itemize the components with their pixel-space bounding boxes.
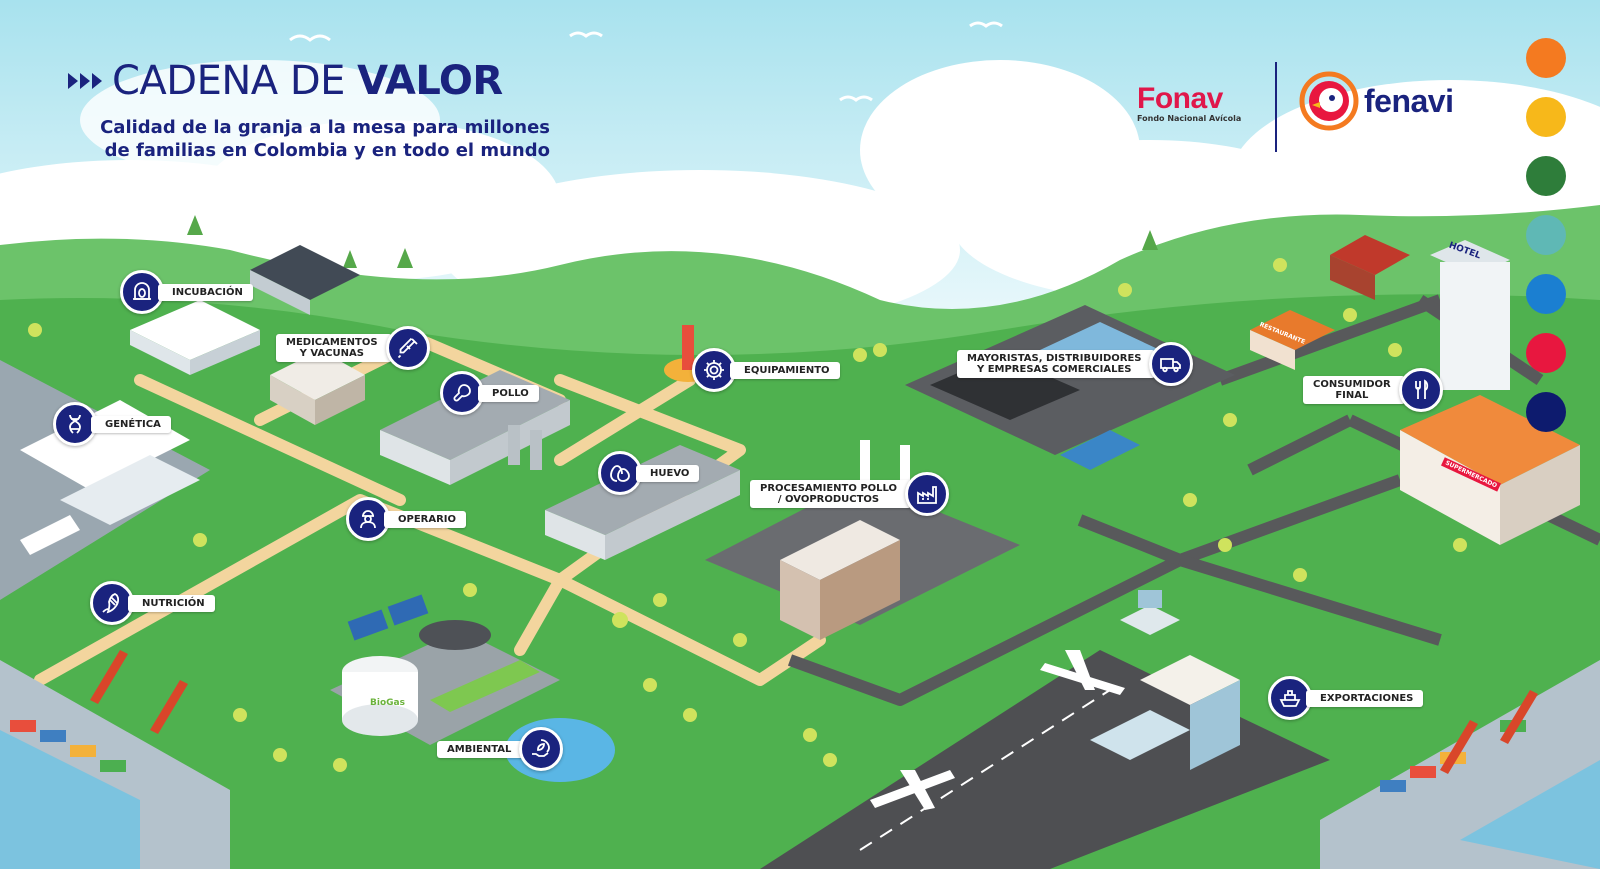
node-label: POLLO [478, 384, 539, 402]
node-medicamentos[interactable]: MEDICAMENTOS Y VACUNAS [276, 326, 430, 370]
airport-buildings [1090, 590, 1240, 770]
egg-icon [598, 451, 642, 495]
corn-icon [90, 581, 134, 625]
node-label: INCUBACIÓN [158, 283, 253, 301]
biogas-plant [330, 594, 560, 745]
birds [289, 21, 1003, 102]
node-consumidor[interactable]: CONSUMIDOR FINAL [1303, 368, 1443, 412]
page-subtitle: Calidad de la granja a la mesa para mill… [68, 116, 558, 162]
consumer-buildings [1250, 235, 1580, 545]
header: CADENA DE VALOR Calidad de la granja a l… [68, 58, 558, 162]
fonav-name: Fonav [1137, 82, 1223, 115]
node-procesamiento[interactable]: PROCESAMIENTO POLLO / OVOPRODUCTOS [750, 472, 950, 516]
node-exportaciones[interactable]: EXPORTACIONES [1268, 676, 1424, 720]
partner-logos: Fonav Fondo Nacional Avícola fenavi [1130, 62, 1480, 152]
node-nutricion[interactable]: NUTRICIÓN [90, 581, 215, 625]
fonav-logo: Fonav Fondo Nacional Avícola [1137, 82, 1241, 123]
node-label: EQUIPAMIENTO [730, 361, 840, 379]
node-label: MAYORISTAS, DISTRIBUIDORES Y EMPRESAS CO… [957, 350, 1156, 378]
cargo-ship-icon [1268, 676, 1312, 720]
node-label: AMBIENTAL [437, 740, 526, 758]
node-incubacion[interactable]: INCUBACIÓN [120, 270, 253, 314]
color-dot [1526, 215, 1566, 255]
node-ambiental[interactable]: AMBIENTAL [437, 727, 564, 771]
medicine-building [270, 350, 365, 425]
chevrons-right-icon [68, 73, 102, 89]
page-title-bold: VALOR [357, 58, 503, 104]
node-label: HUEVO [636, 464, 700, 482]
node-label: MEDICAMENTOS Y VACUNAS [276, 334, 392, 362]
color-dot [1526, 333, 1566, 373]
airplanes [870, 650, 1125, 810]
color-dot [1526, 38, 1566, 78]
color-legend [1526, 38, 1570, 451]
node-equipamiento[interactable]: EQUIPAMIENTO [692, 348, 840, 392]
port-left [0, 650, 230, 869]
pine-trees [187, 215, 1158, 268]
round-trees [28, 258, 1467, 772]
title-row: CADENA DE VALOR [68, 58, 558, 104]
node-mayoristas[interactable]: MAYORISTAS, DISTRIBUIDORES Y EMPRESAS CO… [957, 342, 1194, 386]
node-pollo[interactable]: POLLO [440, 371, 539, 415]
subtitle-line-2: de familias en Colombia y en todo el mun… [104, 140, 550, 161]
color-dot [1526, 156, 1566, 196]
node-genetica[interactable]: GENÉTICA [53, 402, 171, 446]
fonav-subtitle: Fondo Nacional Avícola [1137, 114, 1242, 123]
biogas-sign: BioGas [370, 698, 405, 708]
delivery-truck-icon [1149, 342, 1194, 386]
node-label: OPERARIO [384, 510, 467, 528]
node-operario[interactable]: OPERARIO [346, 497, 467, 541]
runway [760, 650, 1330, 869]
port-right [1320, 660, 1600, 869]
node-label: GENÉTICA [91, 415, 171, 433]
node-label: EXPORTACIONES [1306, 689, 1424, 707]
node-label: NUTRICIÓN [128, 594, 215, 612]
node-label: PROCESAMIENTO POLLO / OVOPRODUCTOS [750, 480, 912, 508]
fork-knife-icon [1398, 368, 1443, 412]
fenavi-hen-icon [1299, 71, 1359, 131]
incubation-building [130, 245, 360, 375]
leaf-hand-icon [519, 727, 564, 771]
color-dot [1526, 392, 1566, 432]
page-title: CADENA DE VALOR [112, 58, 503, 104]
page-title-light: CADENA DE [112, 58, 358, 104]
fenavi-logo: fenavi [1298, 70, 1454, 132]
syringe-icon [385, 326, 430, 370]
runway-center-line [859, 689, 1111, 851]
color-dot [1526, 274, 1566, 314]
node-label: CONSUMIDOR FINAL [1303, 376, 1405, 404]
processing-plant [705, 440, 1020, 640]
factory-icon [905, 472, 950, 516]
node-huevo[interactable]: HUEVO [598, 451, 700, 495]
fenavi-name: fenavi [1364, 82, 1454, 119]
color-dot [1526, 97, 1566, 137]
logo-divider [1275, 62, 1277, 152]
subtitle-line-1: Calidad de la granja a la mesa para mill… [100, 117, 550, 138]
